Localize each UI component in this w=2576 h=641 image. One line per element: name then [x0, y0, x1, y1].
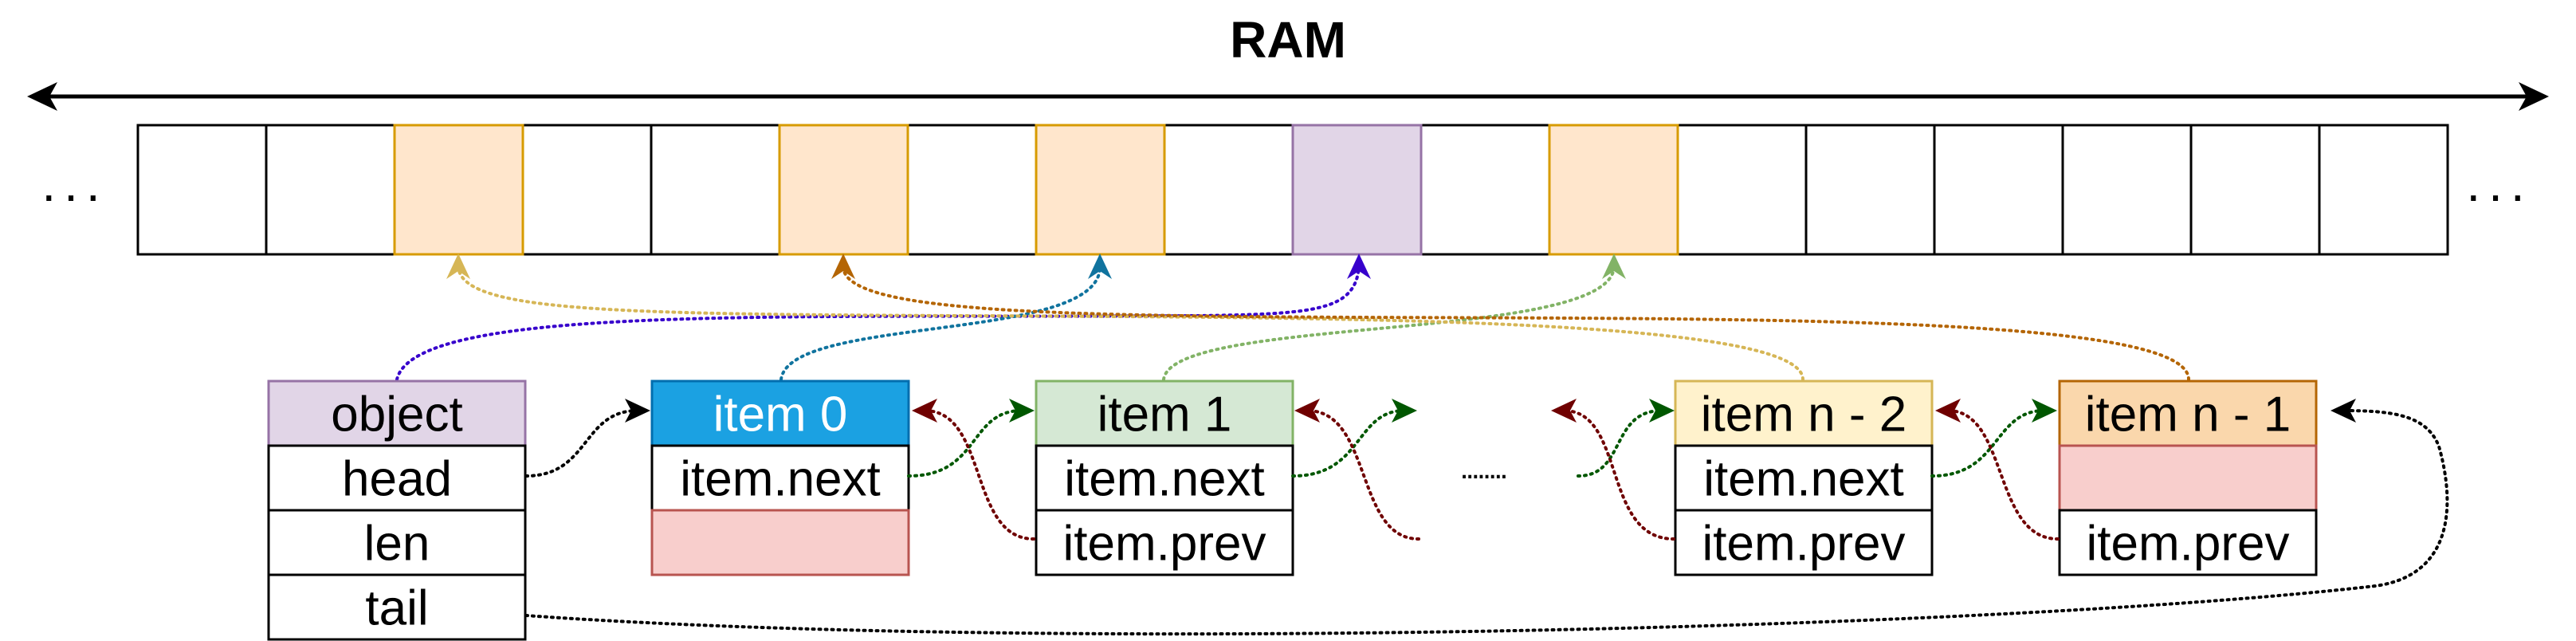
object-struct: object head len tail [267, 379, 527, 641]
item-n2-struct-header [1674, 379, 1934, 447]
item-0-struct: item 0 item.next [650, 379, 910, 576]
item1-prev-link [923, 409, 1035, 541]
item-0-struct-field-label: item.next [680, 452, 881, 507]
item-n2-struct-field [1674, 509, 1934, 576]
object-struct-field [267, 509, 527, 576]
ram-cell [2318, 124, 2449, 256]
item-1-struct-field-label: item.prev [1063, 517, 1266, 572]
object-pointer-head [1347, 254, 1371, 279]
dangling-prev-right-head [1294, 399, 1320, 423]
ram-cell-border [1548, 124, 1679, 256]
itemn2-next-head [2032, 399, 2057, 423]
item-1-struct-field-label: item.next [1064, 452, 1265, 507]
item1-next-link [1291, 409, 1406, 478]
item-n2-struct-field-label: item.next [1703, 452, 1904, 507]
ram-cell [1548, 124, 1679, 256]
ram-pointer-heads [446, 254, 1626, 279]
itemn2-prev-head [1551, 399, 1577, 423]
object-struct-field-label: tail [365, 581, 428, 636]
itemn2-to-ram-pointer [457, 265, 1804, 381]
ram-cell [1035, 124, 1166, 256]
ram-cells [136, 124, 2449, 256]
ram-cell [2189, 124, 2321, 256]
ram-cell [778, 124, 909, 256]
ram-cell [136, 124, 268, 256]
item0-pointer-head [1088, 254, 1112, 279]
item-1-struct-header-label: item 1 [1098, 387, 1232, 442]
tail-to-itemn1-link [524, 409, 2449, 636]
ram-cell [393, 124, 524, 256]
ram-ellipsis-left: ... [41, 155, 108, 212]
item-n2-struct-field-label: item.prev [1702, 517, 1906, 572]
itemn1-pointer-head [831, 254, 855, 279]
item-n1-struct-field-label: item.prev [2087, 517, 2290, 572]
item-n1-struct-header [2058, 379, 2318, 447]
object-struct-field-label: head [342, 452, 452, 507]
object-struct-field [267, 573, 527, 641]
link-arrow-heads [625, 399, 2356, 423]
item-n2-struct: item n - 2 item.next item.prev [1674, 379, 1934, 576]
item1-to-ram-pointer [1162, 265, 1616, 381]
itemn1-to-ram-pointer [842, 265, 2190, 381]
ram-cell [2061, 124, 2193, 256]
item0-to-ram-pointer [779, 265, 1101, 381]
item0-next-head [1009, 399, 1035, 423]
item-0-struct-header-label: item 0 [713, 387, 848, 442]
itemn1-prev-link [1946, 409, 2060, 541]
ram-cell [650, 124, 781, 256]
item-0-struct-empty-field [650, 509, 910, 576]
object-to-ram-pointer [395, 265, 1361, 381]
item-n2-struct-header-label: item n - 2 [1701, 387, 1906, 442]
head-link-head [625, 399, 650, 423]
item1-next-head [1392, 399, 1417, 423]
item-0-struct-header [650, 379, 910, 447]
ram-cell-border [778, 124, 909, 256]
item-n1-struct: item n - 1 item.prev [2058, 379, 2318, 576]
ram-cell [906, 124, 1038, 256]
item-n1-struct-header-label: item n - 1 [2085, 387, 2291, 442]
tail-link-head [2331, 399, 2356, 423]
itemn2-prev-link [1562, 409, 1675, 541]
dangling-next-left-link [1577, 409, 1663, 478]
itemn1-prev-head [1935, 399, 1961, 423]
ram-cell [1676, 124, 1808, 256]
link-arrows [524, 409, 2449, 636]
item-n1-struct-empty-field [2058, 444, 2318, 512]
item0-next-link [907, 409, 1023, 478]
item1-prev-head [912, 399, 937, 423]
ram-cell [1163, 124, 1294, 256]
head-to-item0-link [524, 409, 639, 478]
object-struct-field-label: len [364, 517, 430, 572]
ram-cell-border [1035, 124, 1166, 256]
itemn2-pointer-head [446, 254, 470, 279]
object-struct-field [267, 444, 527, 512]
ram-cell [1291, 124, 1423, 256]
ram-cell [1420, 124, 1551, 256]
ram-cell [265, 124, 396, 256]
item-n2-struct-field [1674, 444, 1934, 512]
item1-pointer-head [1602, 254, 1626, 279]
ram-ellipsis-right: ... [2466, 155, 2532, 212]
ram-cell [1804, 124, 1936, 256]
ram-cell [521, 124, 653, 256]
middle-gap-dots: ........ [1460, 450, 1506, 486]
ram-title: RAM [1230, 11, 1346, 69]
dangling-prev-right-link [1306, 409, 1420, 541]
ram-cell-border [393, 124, 524, 256]
dangling-next-left-head [1649, 399, 1675, 423]
ram-span-arrow [27, 82, 2549, 111]
ram-pointer-arrows [395, 265, 2190, 381]
object-struct-header [267, 379, 527, 447]
item-n1-struct-field [2058, 509, 2318, 576]
object-struct-header-label: object [331, 387, 462, 442]
ram-cell-border [1291, 124, 1423, 256]
item-1-struct-field [1035, 509, 1294, 576]
item-1-struct: item 1 item.next item.prev [1035, 379, 1294, 576]
ram-cell [1933, 124, 2064, 256]
